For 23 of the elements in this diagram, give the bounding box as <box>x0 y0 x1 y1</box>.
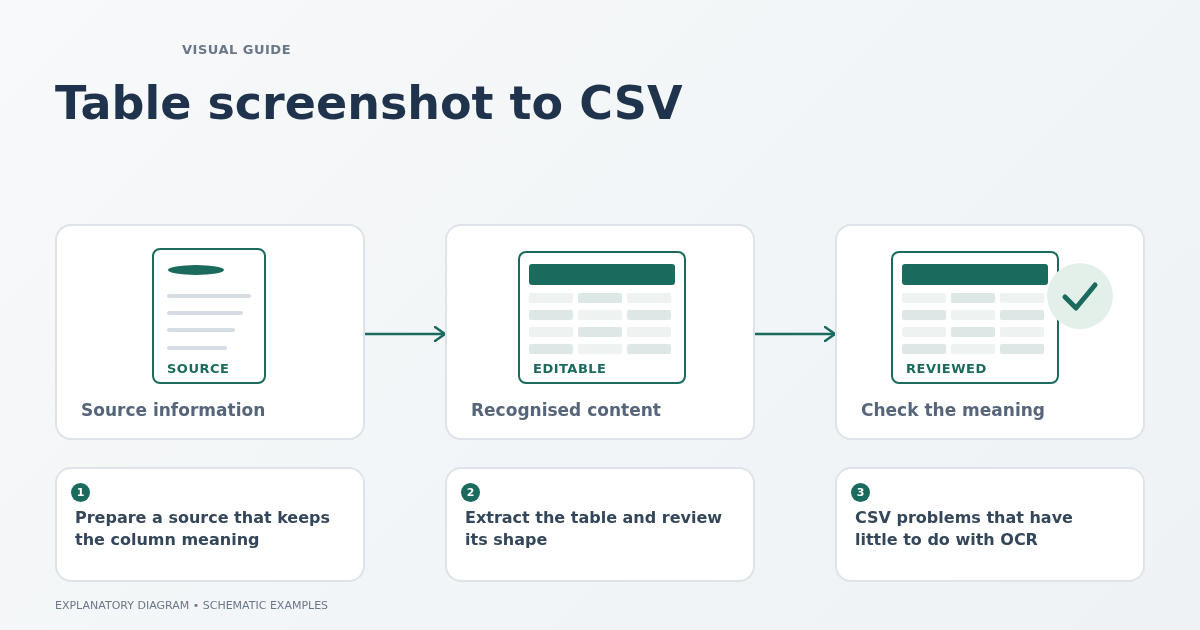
arrow <box>365 325 447 343</box>
arrow <box>755 325 837 343</box>
step-card <box>55 224 365 440</box>
step-description: Extract the table and review its shape <box>465 507 724 551</box>
stamp-label: SOURCE <box>167 361 230 376</box>
card-title: Source information <box>81 400 266 420</box>
step-description: CSV problems that have little to do with OCR <box>855 507 1074 551</box>
step-card <box>445 224 755 440</box>
step-number-badge: 2 <box>461 483 480 502</box>
card-title: Check the meaning <box>861 400 1045 420</box>
card-title: Recognised content <box>471 400 661 420</box>
stamp-label: EDITABLE <box>533 361 607 376</box>
step-card <box>835 467 1145 582</box>
page-title: Table screenshot to CSV <box>55 76 683 130</box>
eyebrow-text: VISUAL GUIDE <box>182 42 292 57</box>
step-number-badge: 1 <box>71 483 90 502</box>
step-card <box>55 467 365 582</box>
step-description: Prepare a source that keeps the column meaning <box>75 507 332 551</box>
footer-caption: EXPLANATORY DIAGRAM • SCHEMATIC EXAMPLES <box>55 599 329 612</box>
stamp-label: REVIEWED <box>906 361 987 376</box>
step-card <box>445 467 755 582</box>
step-number-badge: 3 <box>851 483 870 502</box>
step-card <box>835 224 1145 440</box>
